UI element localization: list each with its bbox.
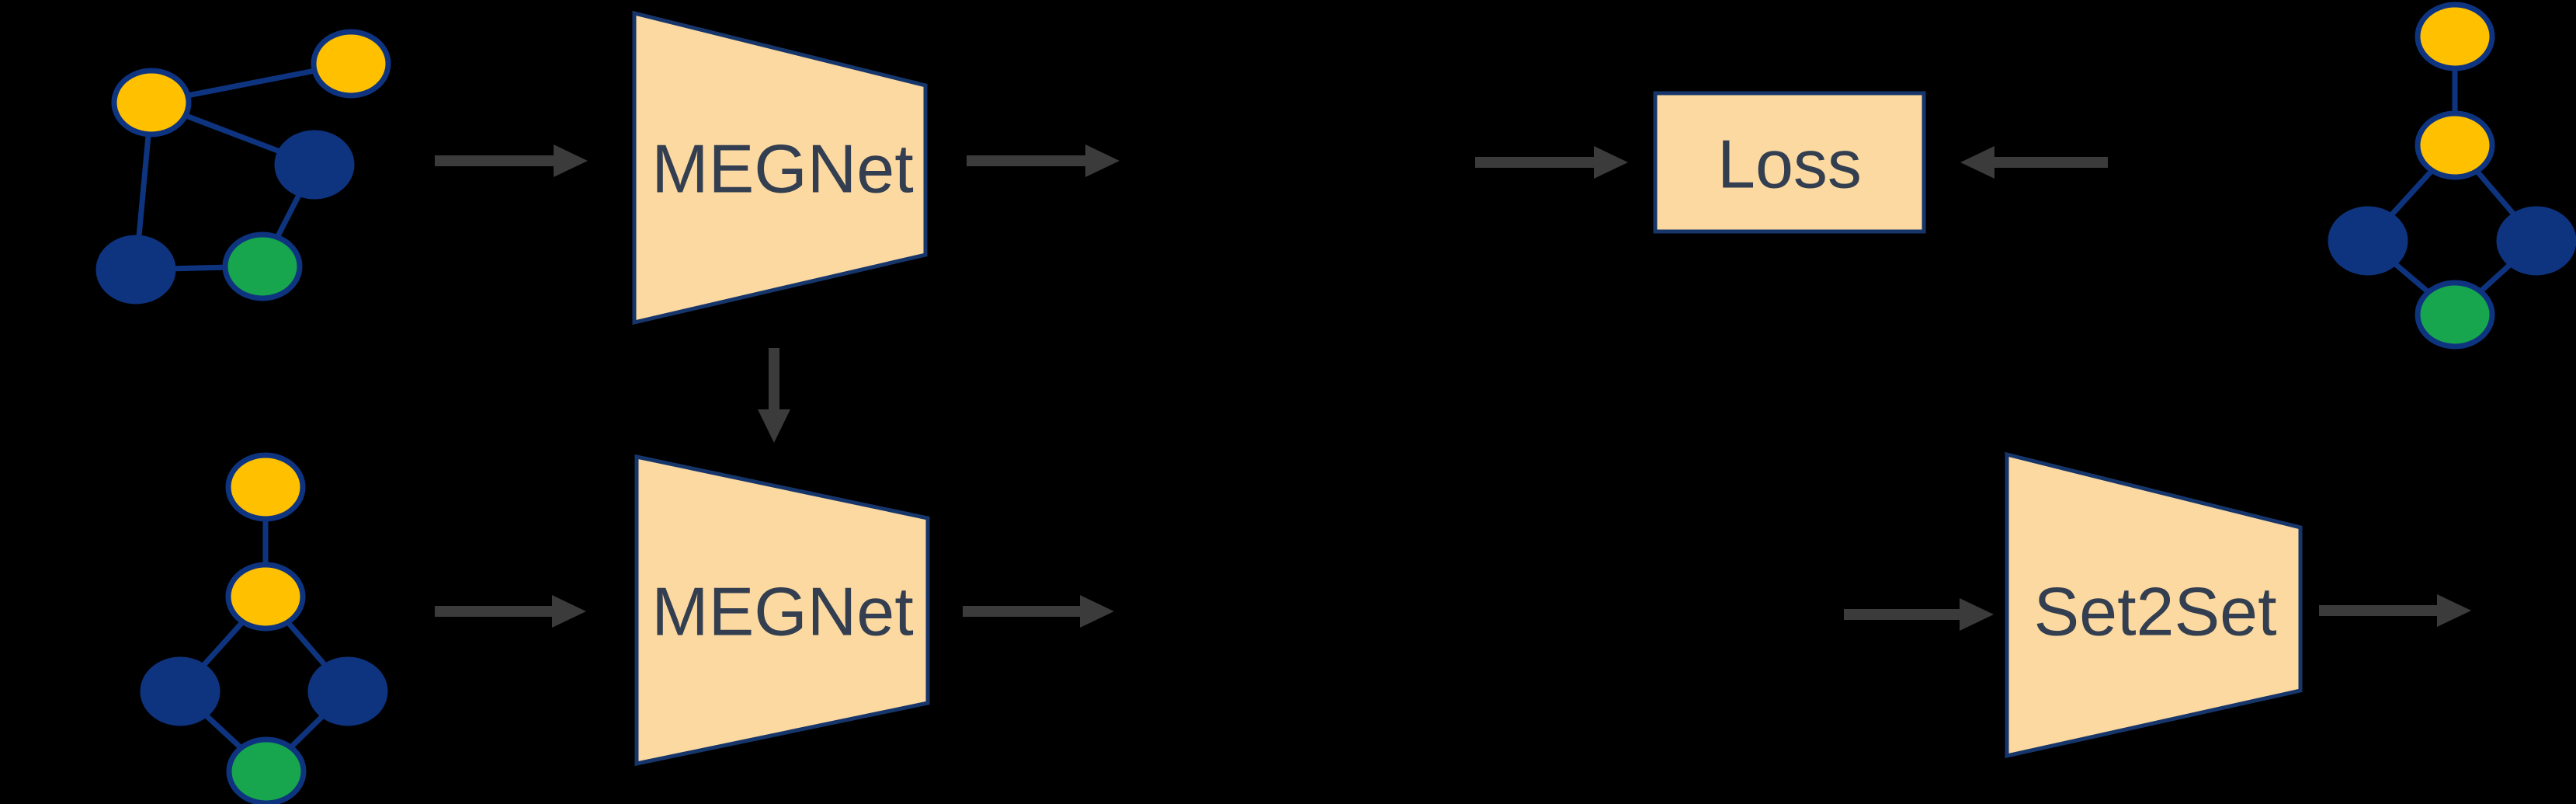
megnet-top-label: MEGNet	[651, 131, 913, 207]
graph-node-navy	[2496, 206, 2576, 276]
megnet-bottom-label: MEGNet	[651, 573, 913, 650]
loss-rectangle	[1653, 91, 1926, 234]
input-graph-bottom-left	[140, 452, 388, 804]
graph-node-green	[2415, 280, 2495, 350]
arrow-into-loss-left	[1475, 146, 1628, 179]
arrow-graph-to-megnet-top	[435, 144, 588, 177]
graph-node-yellow	[111, 68, 192, 137]
graph-node-navy	[307, 656, 388, 726]
graph-node-navy	[2328, 206, 2408, 276]
megnet-top-block: MEGNet	[632, 10, 928, 325]
set2set-block: Set2Set	[2005, 451, 2303, 759]
set2set-trapezoid	[2005, 451, 2303, 759]
loss-block: Loss	[1653, 91, 1926, 234]
arrow-megnet-top-output	[967, 144, 1120, 177]
graph-node-navy	[95, 235, 176, 305]
loss-label: Loss	[1717, 126, 1862, 203]
graph-node-navy	[140, 656, 220, 726]
graph-node-yellow	[225, 452, 306, 522]
graph-node-green	[226, 736, 307, 804]
arrow-megnet-bottom-output	[963, 595, 1114, 628]
graph-node-navy	[274, 130, 355, 200]
graph-node-yellow	[2415, 2, 2495, 71]
megnet-bottom-trapezoid	[634, 454, 930, 767]
graph-node-green	[222, 231, 303, 301]
graph-node-yellow	[225, 562, 306, 632]
target-graph-top-right	[2328, 2, 2576, 350]
megnet-bottom-block: MEGNet	[634, 454, 930, 767]
set2set-label: Set2Set	[2033, 573, 2276, 650]
arrow-set2set-output	[2319, 594, 2471, 627]
graph-node-yellow	[311, 29, 391, 99]
megnet-top-trapezoid	[632, 10, 928, 325]
arrow-megnet-top-to-megnet-bottom	[758, 348, 790, 443]
input-graph-top-left	[95, 29, 391, 305]
arrow-into-set2set	[1844, 598, 1994, 631]
arrow-into-loss-right	[1960, 146, 2108, 179]
arrow-graph-to-megnet-bottom	[435, 595, 586, 628]
graph-node-yellow	[2415, 110, 2495, 180]
